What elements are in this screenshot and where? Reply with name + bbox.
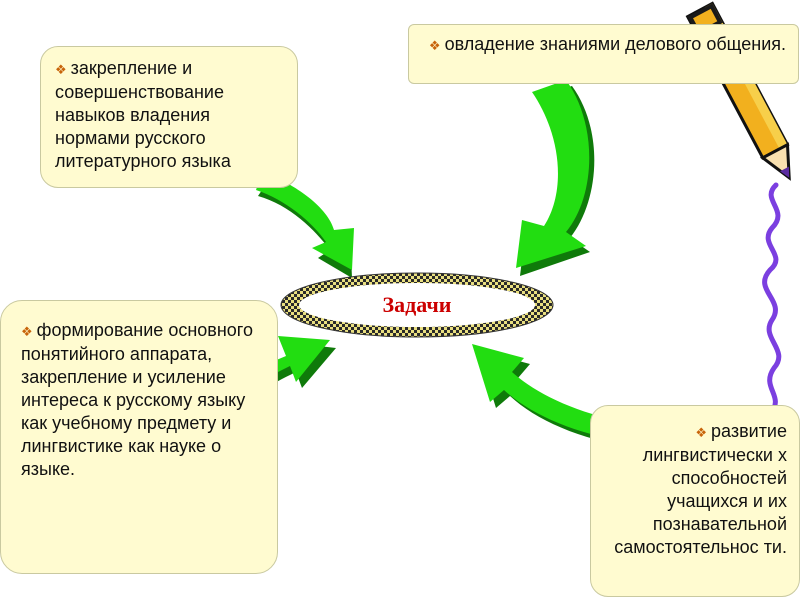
- task-text: закрепление и совершенствование навыков …: [55, 58, 231, 171]
- center-label: Задачи: [382, 292, 452, 317]
- task-box-bottom-right: ❖развитие лингвистически х способностей …: [590, 405, 800, 597]
- arrow-top-right: [516, 80, 595, 276]
- arrow-top-left: [256, 172, 354, 278]
- task-box-bottom-left: ❖формирование основного понятийного аппа…: [0, 300, 278, 574]
- diamond-bullet-icon: ❖: [55, 62, 67, 77]
- task-box-top-right: ❖овладение знаниями делового общения.: [408, 24, 799, 84]
- diamond-bullet-icon: ❖: [21, 324, 33, 339]
- task-box-top-left: ❖закрепление и совершенствование навыков…: [40, 46, 298, 188]
- center-ellipse: [299, 283, 535, 327]
- task-text: овладение знаниями делового общения.: [444, 34, 786, 54]
- diamond-bullet-icon: ❖: [428, 38, 441, 53]
- task-text: формирование основного понятийного аппар…: [21, 320, 253, 479]
- diamond-bullet-icon: ❖: [695, 425, 707, 440]
- task-text: развитие лингвистически х способностей у…: [614, 421, 787, 557]
